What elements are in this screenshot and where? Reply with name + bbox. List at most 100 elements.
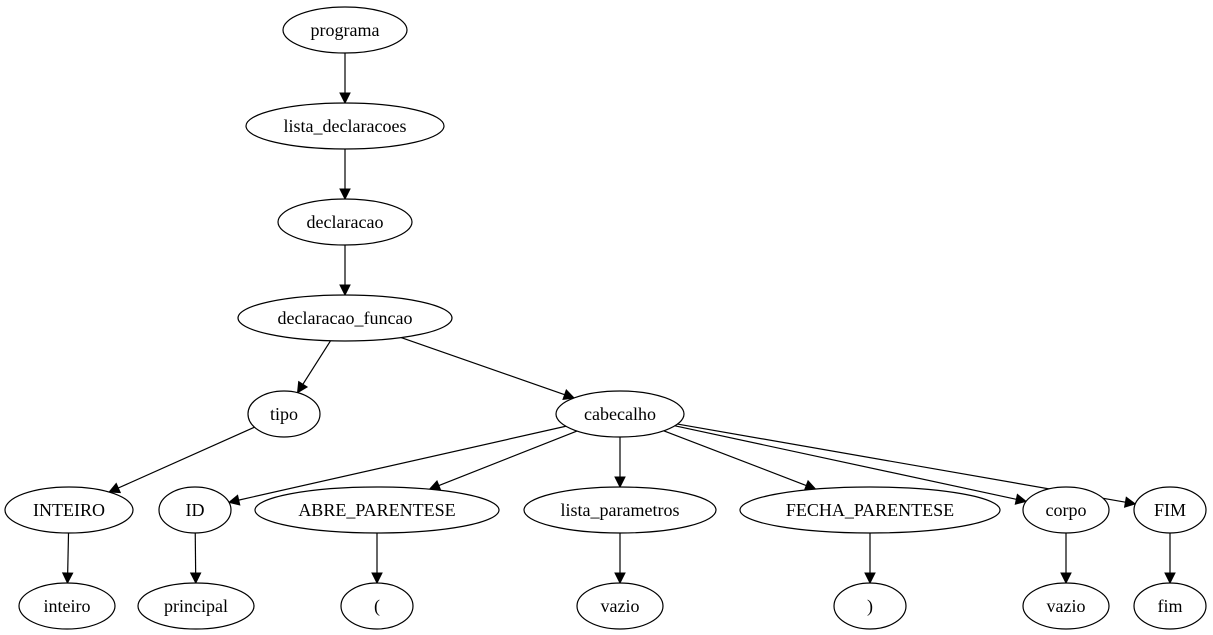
arrowhead-icon xyxy=(339,188,351,201)
tree-node-inteiro: INTEIRO xyxy=(4,486,134,534)
node-ellipse xyxy=(254,486,500,534)
node-label: FIM xyxy=(1154,500,1186,520)
tree-node-abre-parentese: ABRE_PARENTESE xyxy=(254,486,500,534)
node-label: principal xyxy=(164,596,228,616)
node-label: fim xyxy=(1158,596,1183,616)
arrowhead-icon xyxy=(562,389,576,400)
node-ellipse xyxy=(1022,486,1110,534)
arrowhead-icon xyxy=(61,572,74,585)
tree-node-fim: fim xyxy=(1133,582,1207,630)
tree-node-tipo: tipo xyxy=(247,390,321,438)
edge-line xyxy=(67,532,70,574)
edge-line xyxy=(438,430,578,487)
arrowhead-icon xyxy=(864,572,876,585)
arrowhead-icon xyxy=(108,482,122,494)
tree-edge-programa-to-lista-declaracoes xyxy=(339,53,351,105)
node-ellipse xyxy=(4,486,134,534)
arrowhead-icon xyxy=(339,92,351,105)
arrowhead-icon xyxy=(227,494,241,506)
tree-node-principal: principal xyxy=(137,582,255,630)
node-label: ( xyxy=(374,596,380,617)
edge-line xyxy=(238,425,566,501)
node-ellipse xyxy=(277,198,413,246)
tree-edge-fecha-parentese-to-fecha xyxy=(864,533,876,585)
tree-node-abre: ( xyxy=(340,582,414,630)
node-label: FECHA_PARENTESE xyxy=(786,500,954,520)
tree-node-vazio1: vazio xyxy=(576,582,664,630)
node-label: ID xyxy=(186,500,205,520)
edge-line xyxy=(400,337,565,396)
tree-node-declaracao: declaracao xyxy=(277,198,413,246)
tree-edge-inteiro-to-inteiro xyxy=(61,532,74,585)
node-ellipse xyxy=(576,582,664,630)
node-label: vazio xyxy=(601,596,640,616)
arrowhead-icon xyxy=(296,380,309,394)
edge-line xyxy=(674,425,1017,500)
node-label: ABRE_PARENTESE xyxy=(298,500,455,520)
node-ellipse xyxy=(340,582,414,630)
tree-edge-tipo-to-inteiro xyxy=(108,426,255,494)
tree-node-inteiro: inteiro xyxy=(18,582,116,630)
tree-edge-lista-parametros-to-vazio1 xyxy=(614,533,626,585)
node-ellipse xyxy=(137,582,255,630)
tree-nodes: programa lista_declaracoes declaracao decla… xyxy=(4,6,1207,630)
tree-node-fecha: ) xyxy=(833,582,907,630)
tree-edges xyxy=(61,53,1176,585)
arrowhead-icon xyxy=(339,284,351,297)
node-ellipse xyxy=(282,6,408,54)
arrowhead-icon xyxy=(614,572,626,585)
edge-line xyxy=(663,430,807,487)
node-label: lista_parametros xyxy=(561,500,680,520)
edge-line xyxy=(302,340,332,385)
node-ellipse xyxy=(247,390,321,438)
tree-edge-abre-parentese-to-abre xyxy=(371,533,383,585)
arrowhead-icon xyxy=(1164,572,1176,585)
node-ellipse xyxy=(833,582,907,630)
tree-node-cabecalho: cabecalho xyxy=(555,390,685,438)
tree-node-id: ID xyxy=(158,486,232,534)
node-ellipse xyxy=(1133,582,1207,630)
node-ellipse xyxy=(739,486,1001,534)
tree-edge-declaracao-funcao-to-tipo xyxy=(296,340,332,394)
node-label: declaracao xyxy=(307,212,384,232)
tree-node-fim: FIM xyxy=(1133,486,1207,534)
tree-node-programa: programa xyxy=(282,6,408,54)
tree-node-declaracao-funcao: declaracao_funcao xyxy=(237,294,453,342)
node-label: declaracao_funcao xyxy=(278,308,413,328)
node-ellipse xyxy=(555,390,685,438)
node-ellipse xyxy=(237,294,453,342)
tree-edge-cabecalho-to-id xyxy=(227,425,566,506)
node-ellipse xyxy=(523,486,717,534)
node-ellipse xyxy=(18,582,116,630)
edge-line xyxy=(118,426,255,489)
node-label: corpo xyxy=(1046,500,1087,520)
arrowhead-icon xyxy=(371,572,383,585)
arrowhead-icon xyxy=(189,572,202,585)
arrowhead-icon xyxy=(1014,493,1028,505)
node-ellipse xyxy=(1022,582,1110,630)
tree-edge-cabecalho-to-corpo xyxy=(674,425,1028,505)
node-label: programa xyxy=(311,20,380,40)
tree-edge-lista-declaracoes-to-declaracao xyxy=(339,149,351,201)
tree-node-lista-declaracoes: lista_declaracoes xyxy=(245,102,445,150)
node-label: inteiro xyxy=(44,596,91,616)
tree-edge-declaracao-to-declaracao-funcao xyxy=(339,245,351,297)
node-ellipse xyxy=(1133,486,1207,534)
tree-edge-id-to-principal xyxy=(189,532,202,585)
node-label: INTEIRO xyxy=(33,500,105,520)
tree-node-vazio2: vazio xyxy=(1022,582,1110,630)
tree-node-corpo: corpo xyxy=(1022,486,1110,534)
node-label: tipo xyxy=(270,404,298,424)
node-label: cabecalho xyxy=(584,404,656,424)
node-ellipse xyxy=(158,486,232,534)
tree-edge-cabecalho-to-lista-parametros xyxy=(614,437,626,489)
node-label: lista_declaracoes xyxy=(284,116,407,136)
arrowhead-icon xyxy=(614,476,626,489)
tree-node-lista-parametros: lista_parametros xyxy=(523,486,717,534)
tree-edge-corpo-to-vazio2 xyxy=(1060,533,1072,585)
tree-edge-declaracao-funcao-to-cabecalho xyxy=(400,337,576,400)
node-ellipse xyxy=(245,102,445,150)
node-label: vazio xyxy=(1047,596,1086,616)
arrowhead-icon xyxy=(1060,572,1072,585)
arrowhead-icon xyxy=(1123,496,1137,508)
